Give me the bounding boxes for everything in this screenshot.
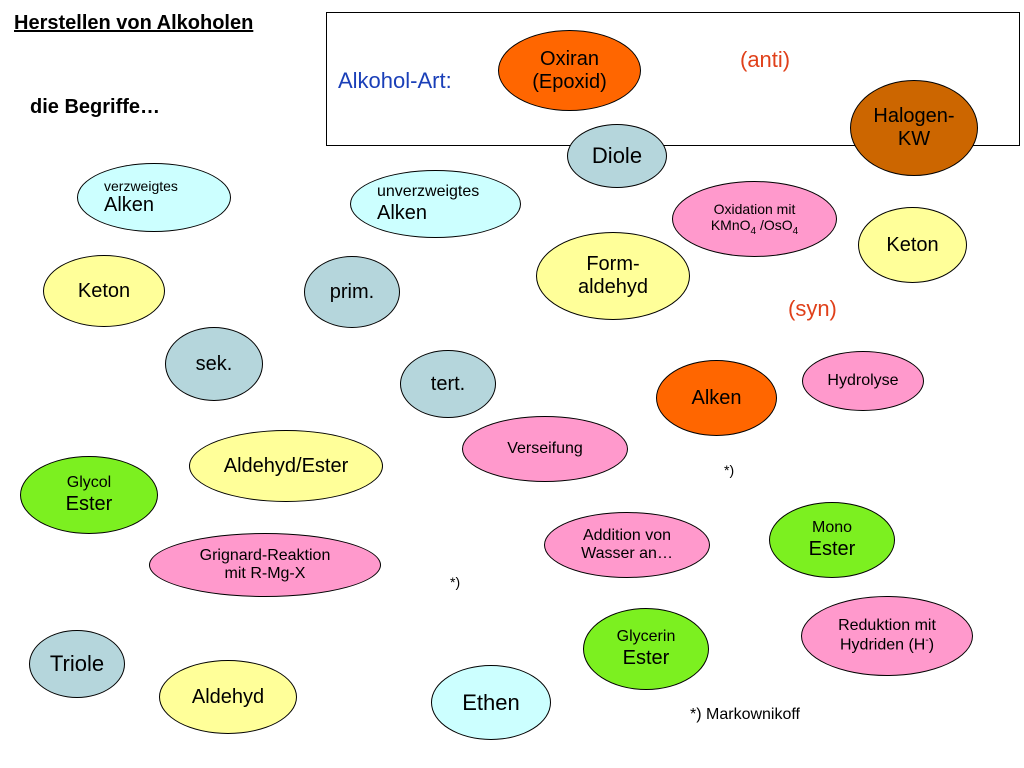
bubble-verzweigtes-alken[interactable]: verzweigtes Alken (77, 163, 231, 232)
bubble-tert-label: tert. (430, 372, 466, 395)
bubble-glycerin-ester-line1: Glycerin (616, 628, 676, 646)
footnote-marker-2: *) (450, 574, 461, 590)
bubble-grignard-line2: mit R-Mg-X (224, 565, 306, 582)
bubble-oxiran[interactable]: Oxiran (Epoxid) (498, 30, 641, 111)
footnote-text: Markownikoff (706, 706, 800, 723)
bubble-sek-label: sek. (195, 352, 233, 375)
bubble-halogen-line2: KW (897, 128, 931, 150)
bubble-grignard-line1: Grignard-Reaktion (199, 546, 331, 564)
bubble-sek[interactable]: sek. (165, 327, 263, 401)
bubble-diole-label: Diole (591, 143, 643, 169)
bubble-halogen-line1: Halogen- (873, 105, 955, 127)
anti-label: (anti) (740, 47, 791, 72)
bubble-mono-ester-line1: Mono (811, 519, 853, 537)
bubble-oxidation[interactable]: Oxidation mit KMnO4 /OsO4 (672, 181, 837, 257)
footnote-marker-1: *) (724, 462, 735, 478)
bubble-hydrolyse-label: Hydrolyse (827, 371, 899, 389)
bubble-triole-label: Triole (49, 651, 105, 677)
bubble-keton-left-label: Keton (77, 279, 131, 302)
footnote-mark: *) (690, 706, 702, 723)
bubble-mono-ester-line2: Ester (808, 537, 856, 560)
bubble-unverzweigtes-line1: unverzweigtes (377, 183, 480, 201)
bubble-verzweigtes-line1: verzweigtes (104, 177, 178, 194)
bubble-ethen-label: Ethen (462, 689, 520, 715)
bubble-oxiran-line2: (Epoxid) (532, 70, 607, 93)
bubble-verseifung[interactable]: Verseifung (462, 416, 628, 482)
bubble-reduktion-line1: Reduktion mit (838, 616, 936, 634)
page-title: Herstellen von Alkoholen (14, 12, 254, 34)
bubble-mono-ester[interactable]: Mono Ester (769, 502, 895, 578)
bubble-verseifung-label: Verseifung (507, 439, 583, 457)
bubble-diole[interactable]: Diole (567, 124, 667, 188)
bubble-alken-label: Alken (691, 386, 742, 409)
bubble-reduktion-line2: Hydriden (H-) (839, 635, 935, 654)
bubble-formaldehyd-line1: Form- (586, 253, 640, 275)
bubble-reduktion[interactable]: Reduktion mit Hydriden (H-) (801, 596, 973, 676)
footnote: *) Markownikoff (690, 706, 800, 724)
bubble-oxidation-line2: KMnO4 /OsO4 (710, 216, 799, 237)
bubble-aldehyd-label: Aldehyd (191, 685, 265, 708)
bubble-oxidation-line1: Oxidation mit (713, 200, 796, 217)
bubble-formaldehyd-line2: aldehyd (577, 276, 649, 298)
bubble-aldehyd[interactable]: Aldehyd (159, 660, 297, 734)
bubble-unverzweigtes-line2: Alken (377, 201, 428, 224)
bubble-unverzweigtes-alken[interactable]: unverzweigtes Alken (350, 170, 521, 238)
alcohol-type-box (326, 12, 1020, 146)
bubble-aldehyd-ester[interactable]: Aldehyd/Ester (189, 430, 383, 502)
bubble-aldehyd-ester-label: Aldehyd/Ester (223, 454, 349, 477)
bubble-prim-label: prim. (329, 280, 375, 303)
bubble-oxiran-line1: Oxiran (540, 47, 599, 70)
bubble-hydrolyse[interactable]: Hydrolyse (802, 351, 924, 411)
bubble-glycol-ester-line1: Glycol (66, 474, 112, 492)
bubble-addition[interactable]: Addition von Wasser an… (544, 512, 710, 578)
bubble-keton-right[interactable]: Keton (858, 207, 967, 283)
alcohol-type-label: Alkohol-Art: (338, 68, 452, 93)
bubble-triole[interactable]: Triole (29, 630, 125, 698)
bubble-formaldehyd[interactable]: Form- aldehyd (536, 232, 690, 320)
bubble-glycol-ester-line2: Ester (65, 492, 113, 515)
bubble-prim[interactable]: prim. (304, 256, 400, 328)
bubble-glycerin-ester[interactable]: Glycerin Ester (583, 608, 709, 690)
bubble-glycerin-ester-line2: Ester (622, 646, 670, 669)
bubble-addition-line2: Wasser an… (581, 545, 673, 562)
syn-label: (syn) (788, 296, 837, 321)
bubble-keton-right-label: Keton (886, 233, 939, 256)
bubble-keton-left[interactable]: Keton (43, 255, 165, 327)
bubble-grignard[interactable]: Grignard-Reaktion mit R-Mg-X (149, 533, 381, 597)
bubble-alken[interactable]: Alken (656, 360, 777, 436)
bubble-ethen[interactable]: Ethen (431, 665, 551, 740)
bubble-verzweigtes-line2: Alken (104, 194, 155, 217)
bubble-halogen-kw[interactable]: Halogen- KW (850, 80, 978, 176)
bubble-addition-line1: Addition von (582, 526, 672, 544)
page-subtitle: die Begriffe… (30, 96, 161, 118)
bubble-glycol-ester[interactable]: Glycol Ester (20, 456, 158, 534)
bubble-tert[interactable]: tert. (400, 350, 496, 418)
